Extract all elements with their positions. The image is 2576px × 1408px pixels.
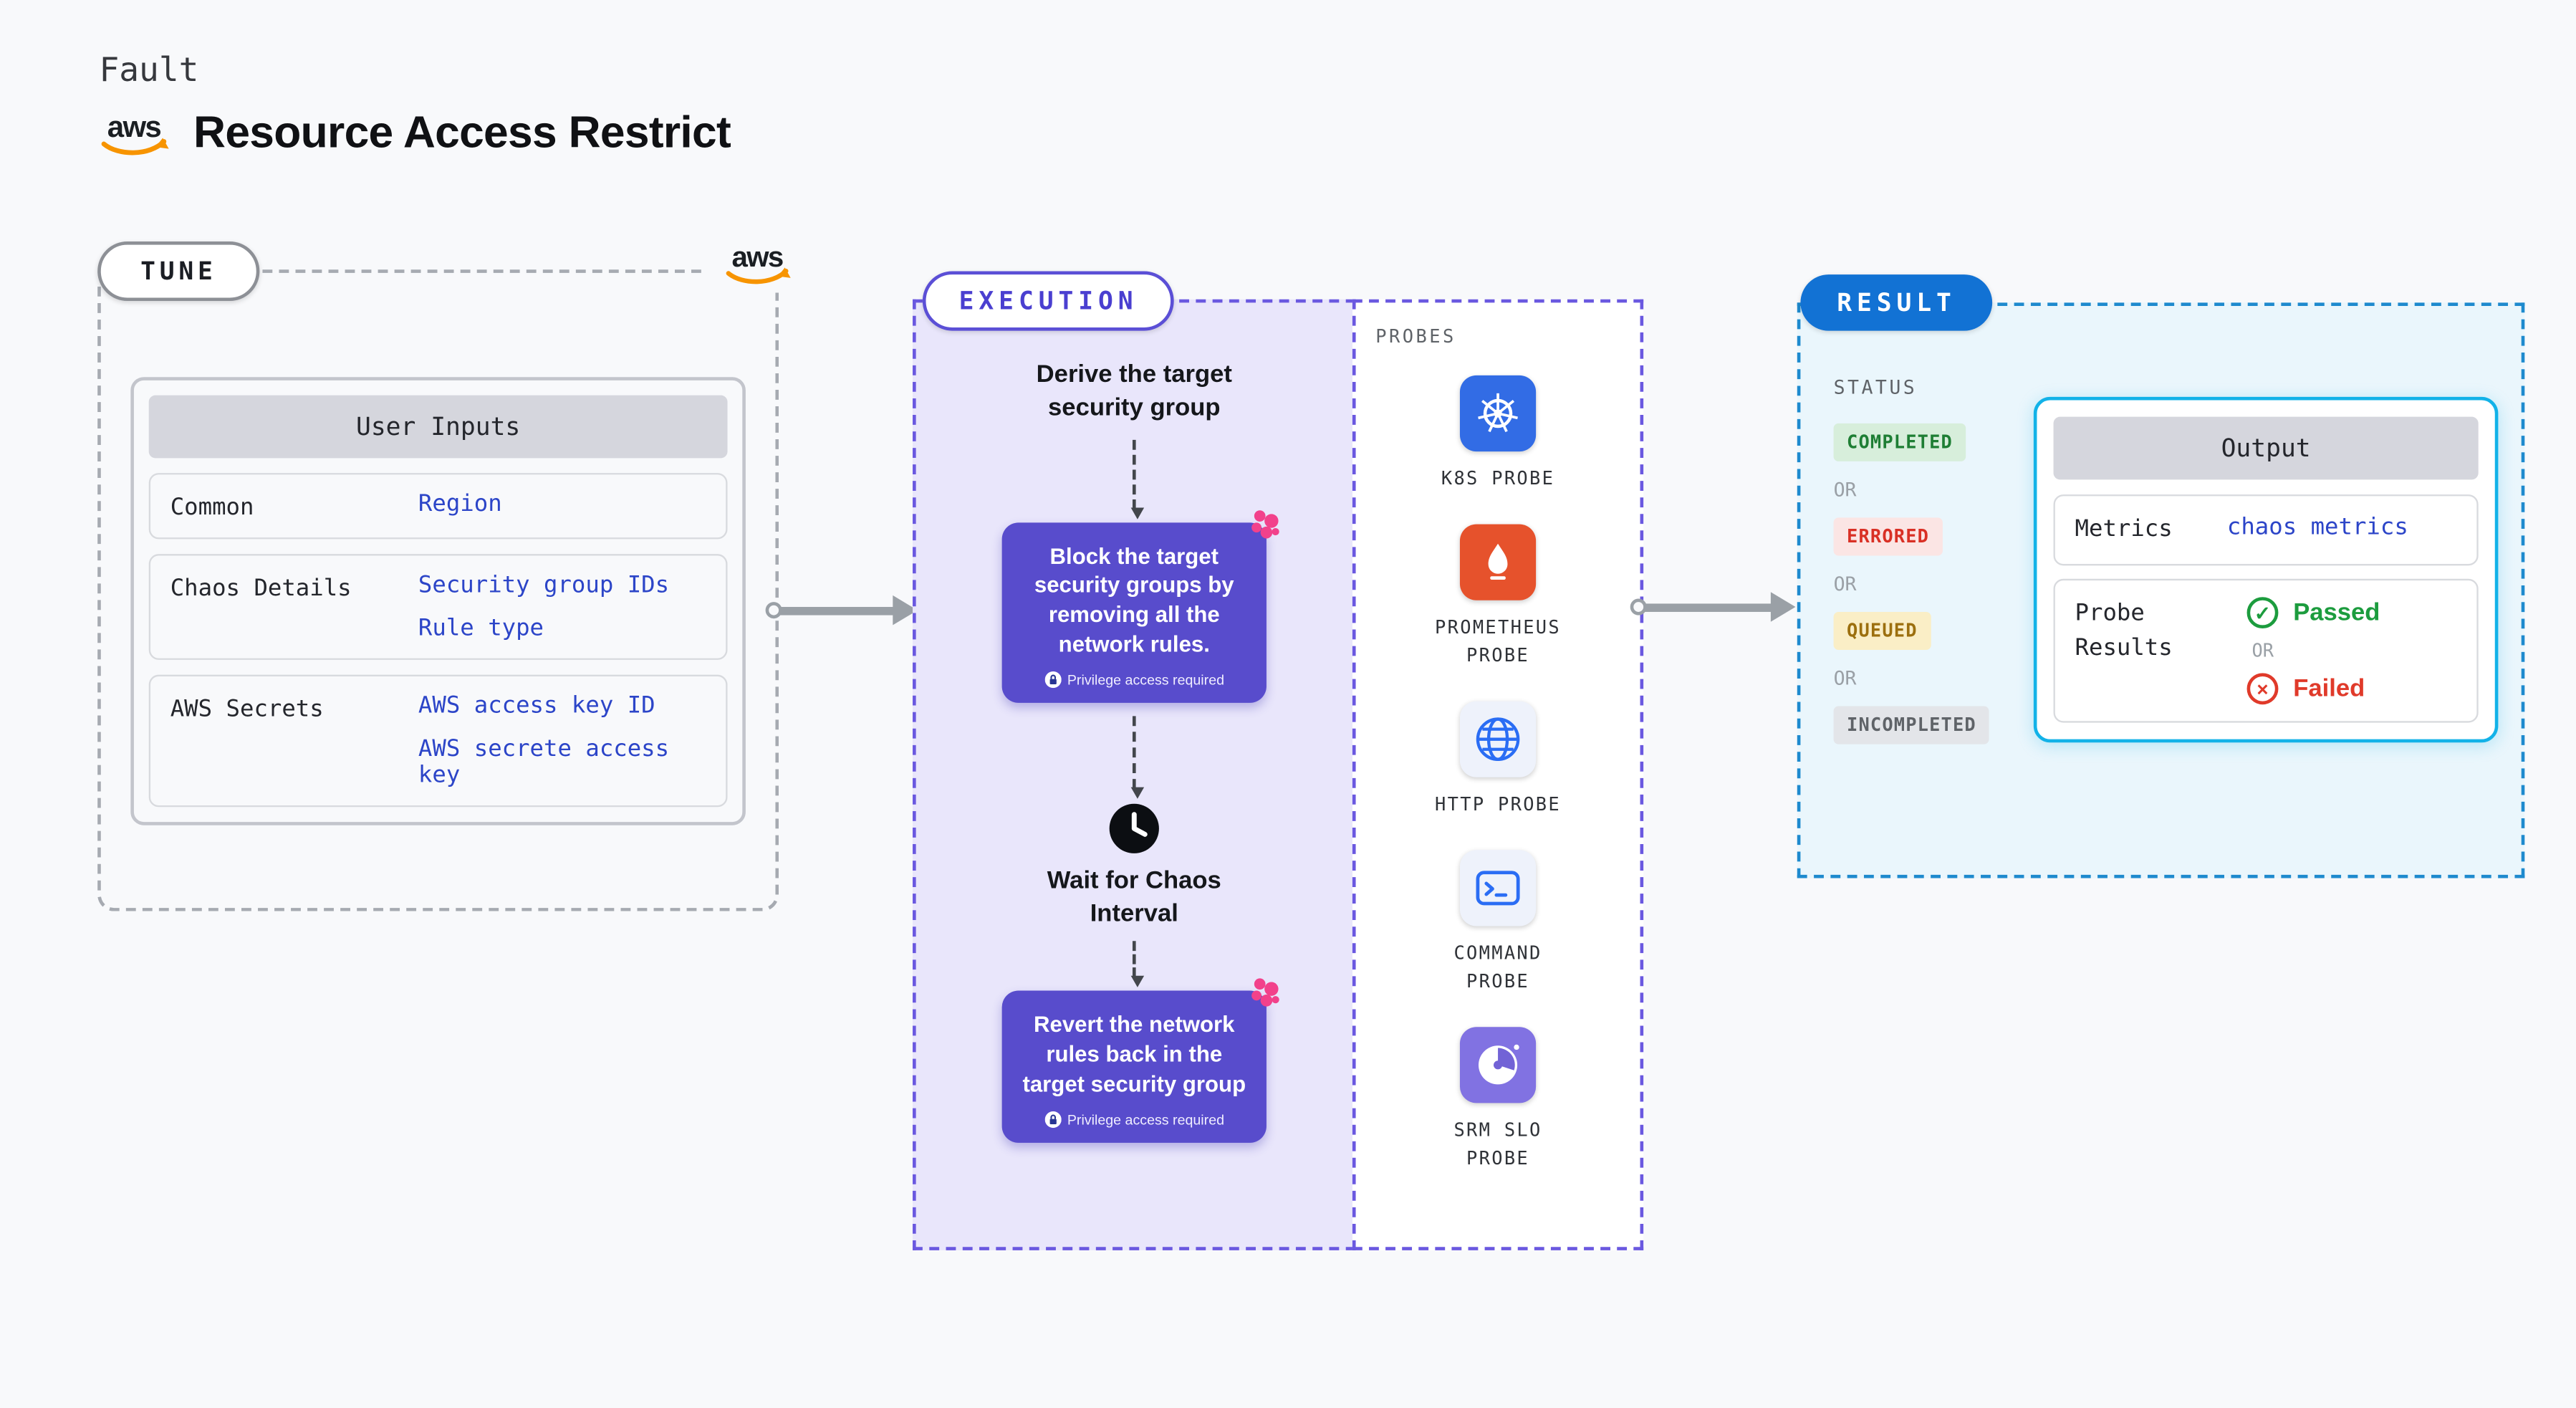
- input-row-values: Security group IDs Rule type: [418, 573, 669, 642]
- probe-item-k8s: K8S PROBE: [1441, 375, 1554, 493]
- input-row-label: AWS Secrets: [170, 696, 324, 723]
- page-title: Resource Access Restrict: [193, 107, 731, 158]
- connector-arrow: [765, 594, 918, 627]
- probe-item-prometheus: PROMETHEUS PROBE: [1432, 524, 1565, 670]
- metrics-label: Metrics: [2075, 516, 2173, 543]
- wait-step: Wait for Chaos Interval: [1047, 866, 1221, 928]
- connector-line: [780, 605, 895, 615]
- user-input-row-chaos-details: Chaos Details Security group IDs Rule ty…: [148, 554, 728, 660]
- input-row-label: Chaos Details: [170, 575, 352, 603]
- probe-name: HTTP PROBE: [1435, 794, 1562, 816]
- terminal-icon: [1459, 850, 1537, 926]
- probe-item-http: HTTP PROBE: [1435, 701, 1561, 819]
- status-badge-completed: COMPLETED: [1833, 423, 1966, 461]
- passed-indicator: ✓ Passed: [2246, 597, 2380, 629]
- block-step-card: Block the target security groups by remo…: [1001, 509, 1279, 703]
- user-inputs-card: User Inputs Common Region Chaos Details …: [130, 377, 746, 825]
- input-value: AWS secrete access key: [418, 736, 670, 789]
- connector-tail-circle: [1630, 598, 1647, 616]
- aws-logo-icon: aws: [706, 233, 809, 293]
- or-separator: OR: [2251, 640, 2274, 662]
- user-inputs-header: User Inputs: [148, 395, 728, 459]
- status-badge-incompleted: INCOMPLETED: [1833, 706, 1990, 744]
- kubernetes-icon: [1459, 375, 1537, 452]
- input-row-values: Region: [418, 491, 502, 517]
- input-value: AWS access key ID: [418, 693, 655, 719]
- failed-label: Failed: [2293, 674, 2365, 703]
- metrics-value: chaos metrics: [2226, 514, 2408, 541]
- or-separator: OR: [1833, 572, 1857, 595]
- passed-label: Passed: [2293, 598, 2380, 627]
- or-separator: OR: [1833, 478, 1857, 502]
- status-label: STATUS: [1833, 375, 1918, 399]
- probe-results-values: ✓ Passed OR × Failed: [2227, 597, 2380, 705]
- probes-panel: PROBES K8S PROBE: [1352, 299, 1644, 1250]
- connector-tail-circle: [765, 602, 782, 619]
- tune-section: TUNE aws User Inputs Common Region Chaos…: [97, 233, 809, 911]
- lock-icon: [1044, 1111, 1061, 1128]
- privilege-note-text: Privilege access required: [1067, 1111, 1225, 1128]
- failed-indicator: × Failed: [2246, 673, 2380, 705]
- x-circle-icon: ×: [2246, 673, 2279, 705]
- flow-arrow-down-icon: [1130, 715, 1145, 799]
- aws-logo-icon: aws: [95, 106, 174, 161]
- input-row-label: Common: [170, 494, 254, 522]
- arrow-right-icon: [1770, 592, 1796, 622]
- block-step-text: Block the target security groups by remo…: [1034, 543, 1234, 657]
- check-circle-icon: ✓: [2246, 597, 2279, 629]
- probe-name: K8S PROBE: [1441, 468, 1555, 490]
- prometheus-icon: [1459, 524, 1537, 600]
- output-card: Output Metrics chaos metrics Probe Resul…: [2033, 396, 2499, 743]
- input-value: Security group IDs: [418, 572, 670, 599]
- gauge-icon: [1459, 1027, 1537, 1104]
- lock-icon: [1044, 671, 1061, 688]
- revert-step-text: Revert the network rules back in the tar…: [1022, 1012, 1246, 1096]
- probe-results-row: Probe Results ✓ Passed OR × Failed: [2053, 578, 2479, 723]
- privilege-note: Privilege access required: [1019, 671, 1250, 688]
- user-input-row-aws-secrets: AWS Secrets AWS access key ID AWS secret…: [148, 674, 728, 808]
- input-value: Region: [418, 491, 502, 518]
- globe-icon: [1459, 701, 1537, 778]
- privilege-note: Privilege access required: [1019, 1111, 1250, 1128]
- probe-item-srm-slo: SRM SLO PROBE: [1432, 1027, 1565, 1173]
- status-column: STATUS COMPLETED OR ERRORED OR QUEUED OR…: [1833, 375, 1990, 744]
- result-pill: RESULT: [1800, 274, 1993, 331]
- status-badge-errored: ERRORED: [1833, 517, 1943, 556]
- metrics-row: Metrics chaos metrics: [2053, 494, 2479, 566]
- flow-arrow-down-icon: [1130, 439, 1145, 519]
- connector-line: [1645, 603, 1773, 611]
- probe-list: K8S PROBE PROMETHEUS PROBE: [1356, 302, 1640, 1173]
- status-badge-queued: QUEUED: [1833, 611, 1931, 651]
- aws-wordmark: aws: [731, 241, 782, 273]
- title-row: aws Resource Access Restrict: [95, 106, 731, 161]
- revert-step-card: Revert the network rules back in the tar…: [1001, 978, 1279, 1143]
- input-row-values: AWS access key ID AWS secrete access key: [418, 693, 706, 789]
- fault-kicker: Fault: [99, 49, 199, 90]
- probe-name: PROMETHEUS PROBE: [1435, 616, 1562, 667]
- clock-icon: [1107, 802, 1160, 855]
- probe-results-label: Probe Results: [2075, 600, 2173, 662]
- or-separator: OR: [1833, 666, 1857, 690]
- connector-arrow: [1630, 590, 1796, 623]
- user-input-row-common: Common Region: [148, 473, 728, 540]
- execution-flow: Derive the target security group Block t…: [916, 302, 1352, 1143]
- execution-pill: EXECUTION: [922, 271, 1175, 331]
- result-section: RESULT STATUS COMPLETED OR ERRORED OR QU…: [1797, 274, 2525, 878]
- flow-arrow-down-icon: [1130, 941, 1145, 988]
- execution-section: EXECUTION Derive the target security gro…: [913, 271, 1356, 1250]
- input-value: Rule type: [418, 615, 544, 642]
- privilege-note-text: Privilege access required: [1067, 671, 1225, 688]
- aws-wordmark: aws: [107, 110, 161, 143]
- probes-label: PROBES: [1375, 325, 1456, 348]
- derive-step: Derive the target security group: [1036, 360, 1232, 423]
- probe-name: COMMAND PROBE: [1453, 942, 1542, 993]
- chaos-splat-icon: [1246, 976, 1283, 1012]
- probe-item-command: COMMAND PROBE: [1432, 850, 1565, 996]
- chaos-splat-icon: [1246, 507, 1283, 543]
- output-header: Output: [2053, 416, 2479, 480]
- tune-pill: TUNE: [97, 241, 260, 302]
- probe-name: SRM SLO PROBE: [1453, 1120, 1542, 1170]
